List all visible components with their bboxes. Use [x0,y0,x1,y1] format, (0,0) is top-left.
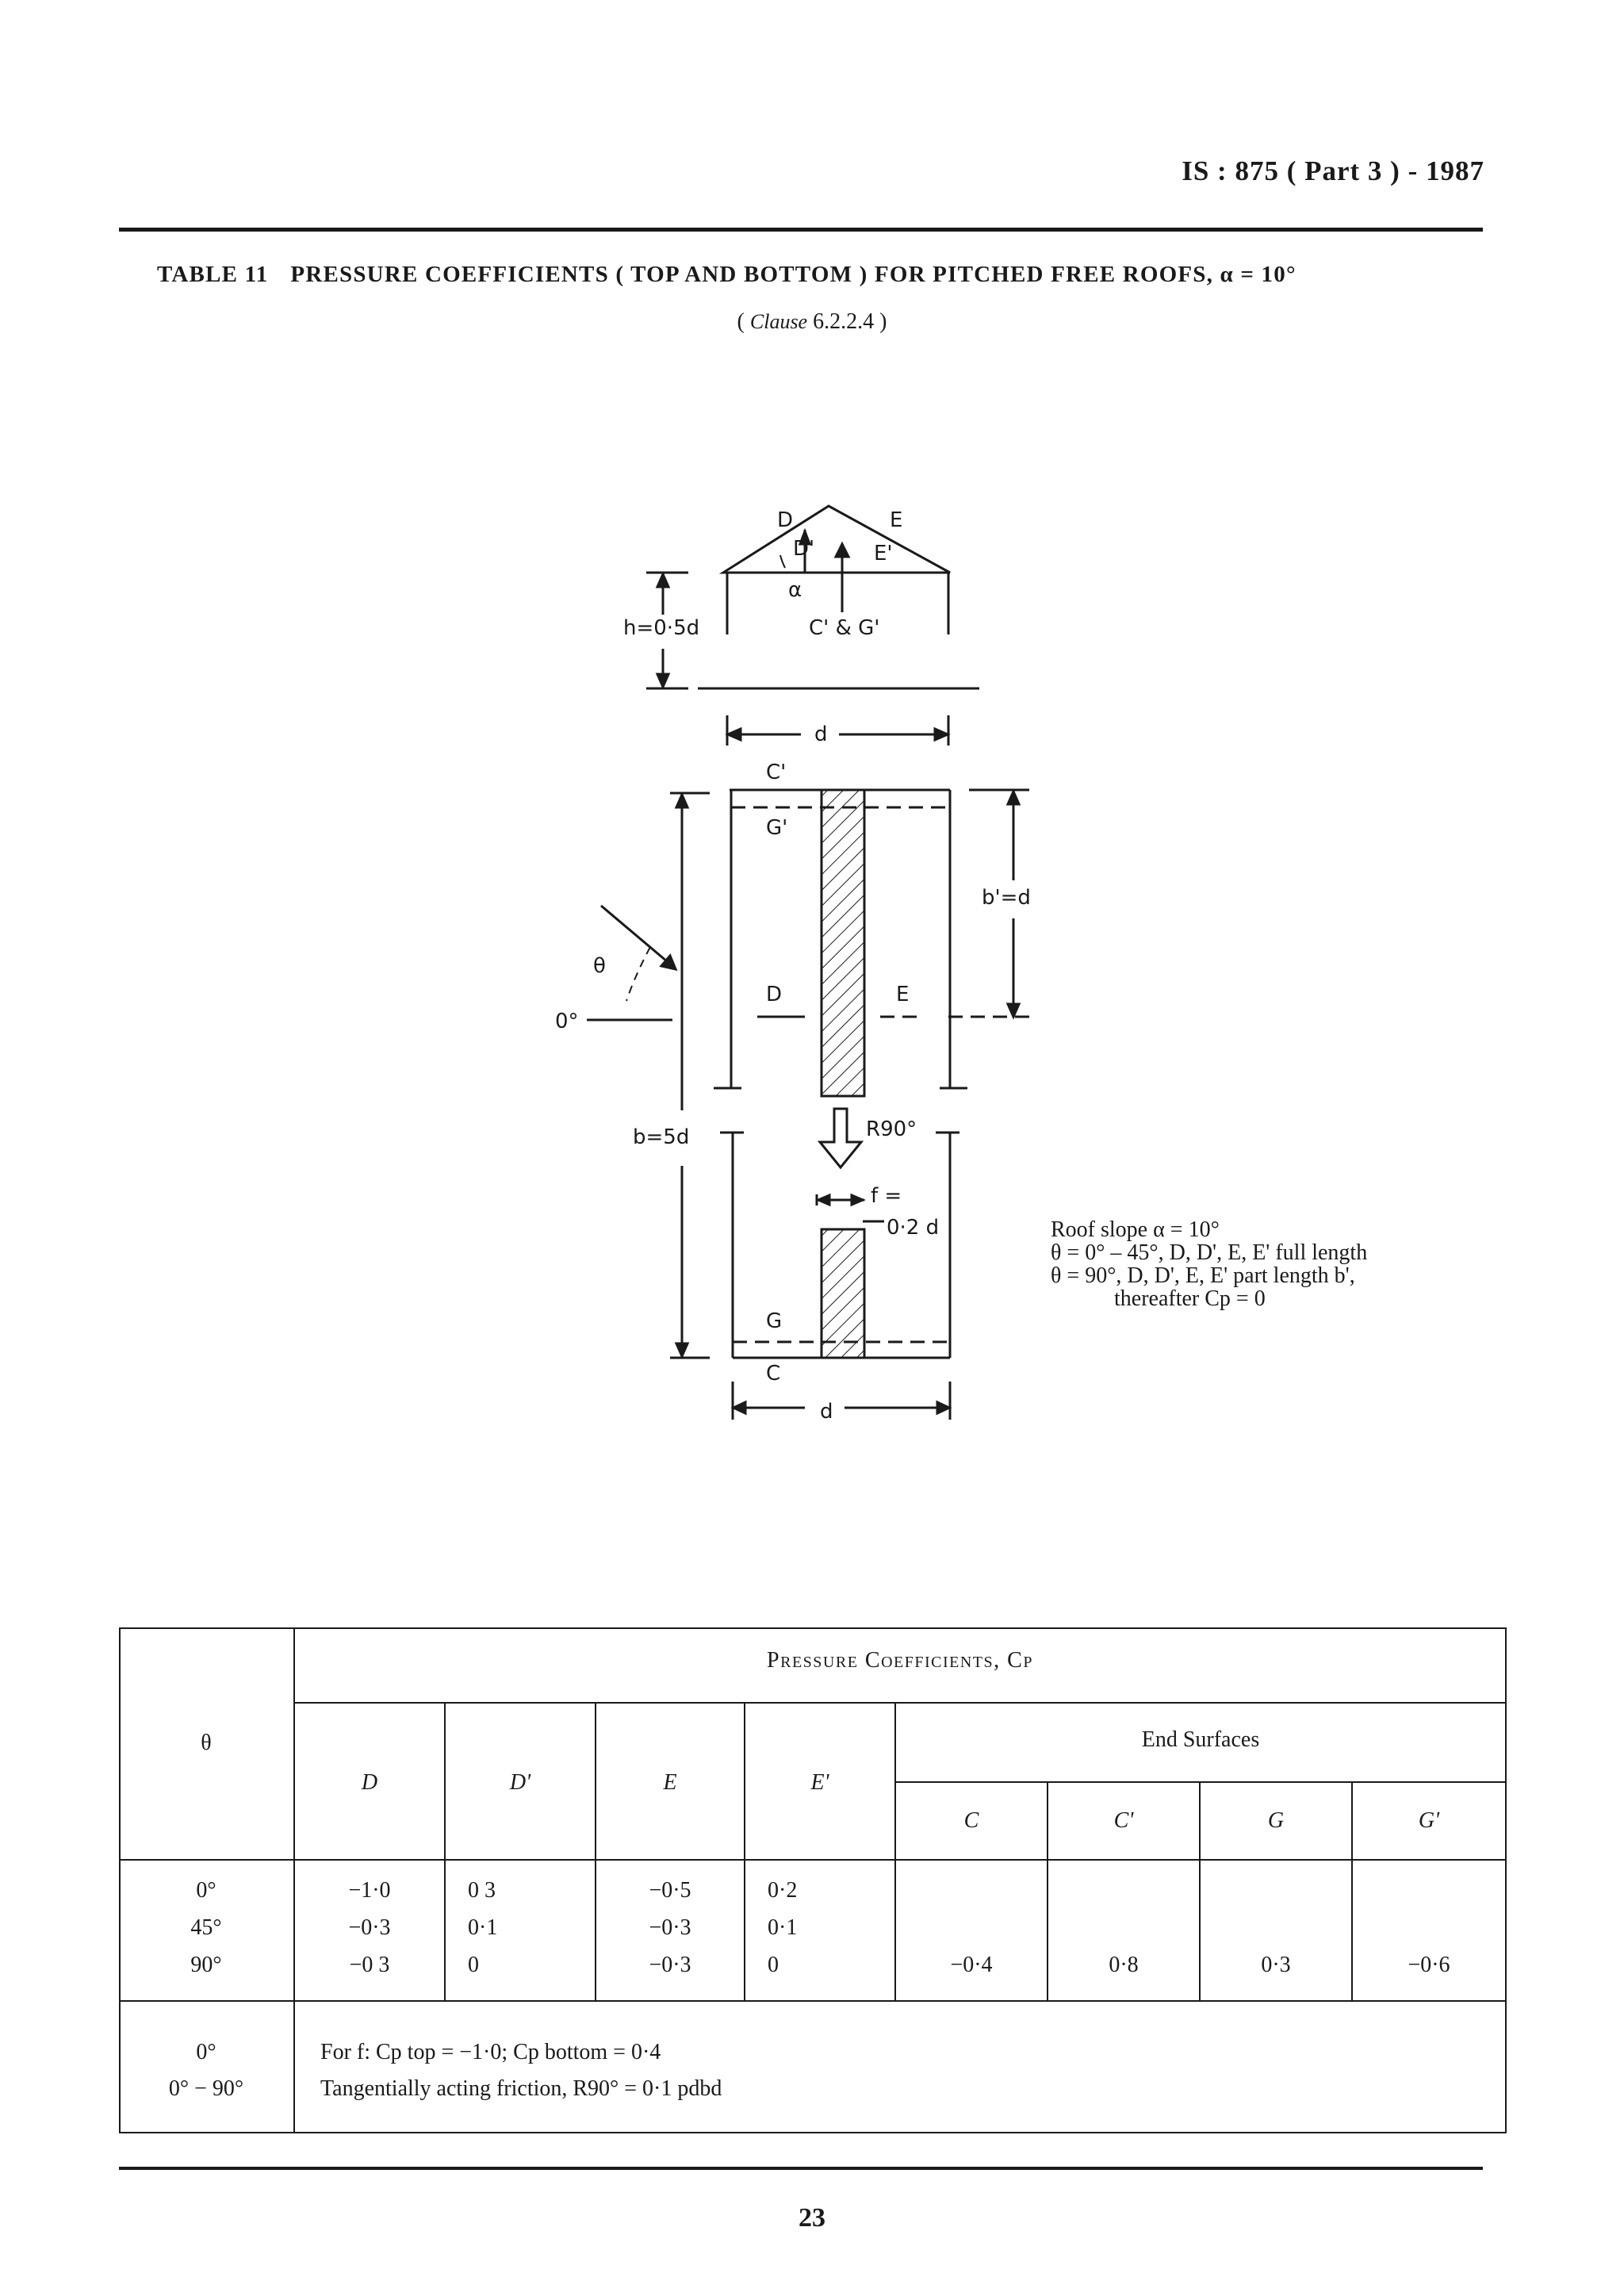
table-cell: 0 [768,1953,779,1977]
note-full-length: θ = 0° – 45°, D, D', E, E' full length [1051,1240,1368,1265]
label-b-prime: b'=d [982,886,1031,910]
note-thereafter: thereafter Cp = 0 [1114,1286,1266,1311]
roof-diagram: D D' E E' α C' & G' h=0·5d d C' G' b'=d … [555,504,1031,1424]
table-cell: −0·3 [649,1915,691,1940]
end-surfaces-divider [896,1781,1505,1783]
column-header-C-prime: C' [1113,1808,1134,1833]
roof-outline [718,504,951,574]
label-c-g-prime: C' & G' [809,616,879,640]
column-header-divider [119,1859,1507,1861]
plan-label-G: G [766,1309,782,1333]
label-E-prime: E' [874,542,893,565]
label-zero-degrees: 0° [555,1010,579,1033]
column-header-E-prime: E' [810,1770,829,1795]
table-cell: 0 [468,1953,479,1977]
footer-note: For f: Cp top = −1·0; Cp bottom = 0·4 [320,2040,661,2064]
clause-prefix: Clause [749,310,808,333]
table-left-border [119,1627,121,2133]
table-cell: 0·1 [468,1915,498,1940]
label-r90: R90° [866,1117,917,1141]
table-cell: −0·4 [950,1953,993,1977]
table-cell: 0·1 [768,1915,798,1940]
column-divider [894,1704,896,2000]
bottom-rule [119,2167,1483,2170]
column-header-G-prime: G' [1418,1808,1440,1833]
label-c-prime: C' [766,761,786,784]
label-width-bottom: d [820,1400,833,1424]
label-alpha: α [788,578,802,602]
table-cell: −0 3 [349,1953,390,1977]
label-g-prime: G' [766,816,787,840]
pressure-coefficient-table: Pressure Coefficients, Cp θ D D' E E' En… [119,1627,1507,2133]
body-divider [119,2000,1507,2002]
label-E: E [890,508,902,532]
table-cell: 0·2 [768,1878,798,1903]
table-cell: 90° [190,1953,222,1977]
table-cell: 45° [190,1915,222,1940]
label-f-value: 0·2 d [887,1216,939,1240]
table-number: TABLE 11 [157,262,269,287]
column-divider [444,1704,446,2000]
column-divider [595,1704,596,2000]
column-header-C: C [963,1808,979,1833]
footer-theta: 0° [196,2040,216,2064]
column-header-D: D [361,1770,378,1795]
label-D: D [777,508,793,532]
column-divider [1199,1783,1201,2000]
theta-column-divider [293,1627,295,2133]
table-cell: −0·3 [348,1915,391,1940]
header-title: Pressure Coefficients, Cp [767,1648,1033,1673]
table-cell: −1·0 [348,1878,391,1903]
column-divider [744,1704,745,2000]
theta-header: θ [201,1731,212,1755]
column-divider [1351,1783,1353,2000]
table-cell: 0·3 [1261,1953,1291,1977]
footer-note: Tangentially acting friction, R90° = 0·1… [320,2076,722,2101]
column-header-G: G [1267,1808,1285,1833]
label-height: h=0·5d [623,616,699,640]
note-roof-slope: Roof slope α = 10° [1051,1217,1220,1242]
table-cell: −0·6 [1408,1953,1450,1977]
table-cell: −0·3 [649,1953,691,1977]
page-number: 23 [799,2203,825,2233]
column-divider [1047,1783,1048,2000]
table-cell: −0·5 [649,1878,691,1903]
figure-notes: Roof slope α = 10° θ = 0° – 45°, D, D', … [1051,1218,1367,1310]
plan-label-D: D [766,983,782,1006]
table-bottom-border [119,2132,1507,2133]
column-header-D-prime: D' [509,1770,531,1795]
clause-number: 6.2.2.4 [813,309,875,334]
column-header-E: E [663,1770,677,1795]
table-title-text: PRESSURE COEFFICIENTS ( TOP AND BOTTOM )… [290,262,1297,287]
top-rule [119,228,1483,232]
table-top-border [119,1627,1507,1629]
table-cell: 0·8 [1109,1953,1139,1977]
table-right-border [1505,1627,1507,2133]
plan-label-E: E [896,983,909,1006]
label-f: f = [871,1184,902,1208]
label-D-prime: D' [793,537,814,561]
table-cell: 0° [196,1878,216,1903]
header-divider [295,1702,1505,1704]
standard-reference: IS : 875 ( Part 3 ) - 1987 [1182,155,1484,186]
table-title: TABLE 11 PRESSURE COEFFICIENTS ( TOP AND … [157,262,1457,288]
label-theta: θ [593,954,606,978]
note-part-length: θ = 90°, D, D', E, E' part length b', [1051,1263,1355,1288]
label-width-top: d [814,723,828,746]
table-cell: 0 3 [468,1878,496,1903]
footer-theta: 0° − 90° [168,2076,244,2101]
plan-label-C: C [766,1362,780,1386]
clause-reference: ( Clause 6.2.2.4 ) [737,309,887,334]
end-surfaces-header: End Surfaces [1141,1727,1260,1752]
label-length: b=5d [633,1125,689,1149]
